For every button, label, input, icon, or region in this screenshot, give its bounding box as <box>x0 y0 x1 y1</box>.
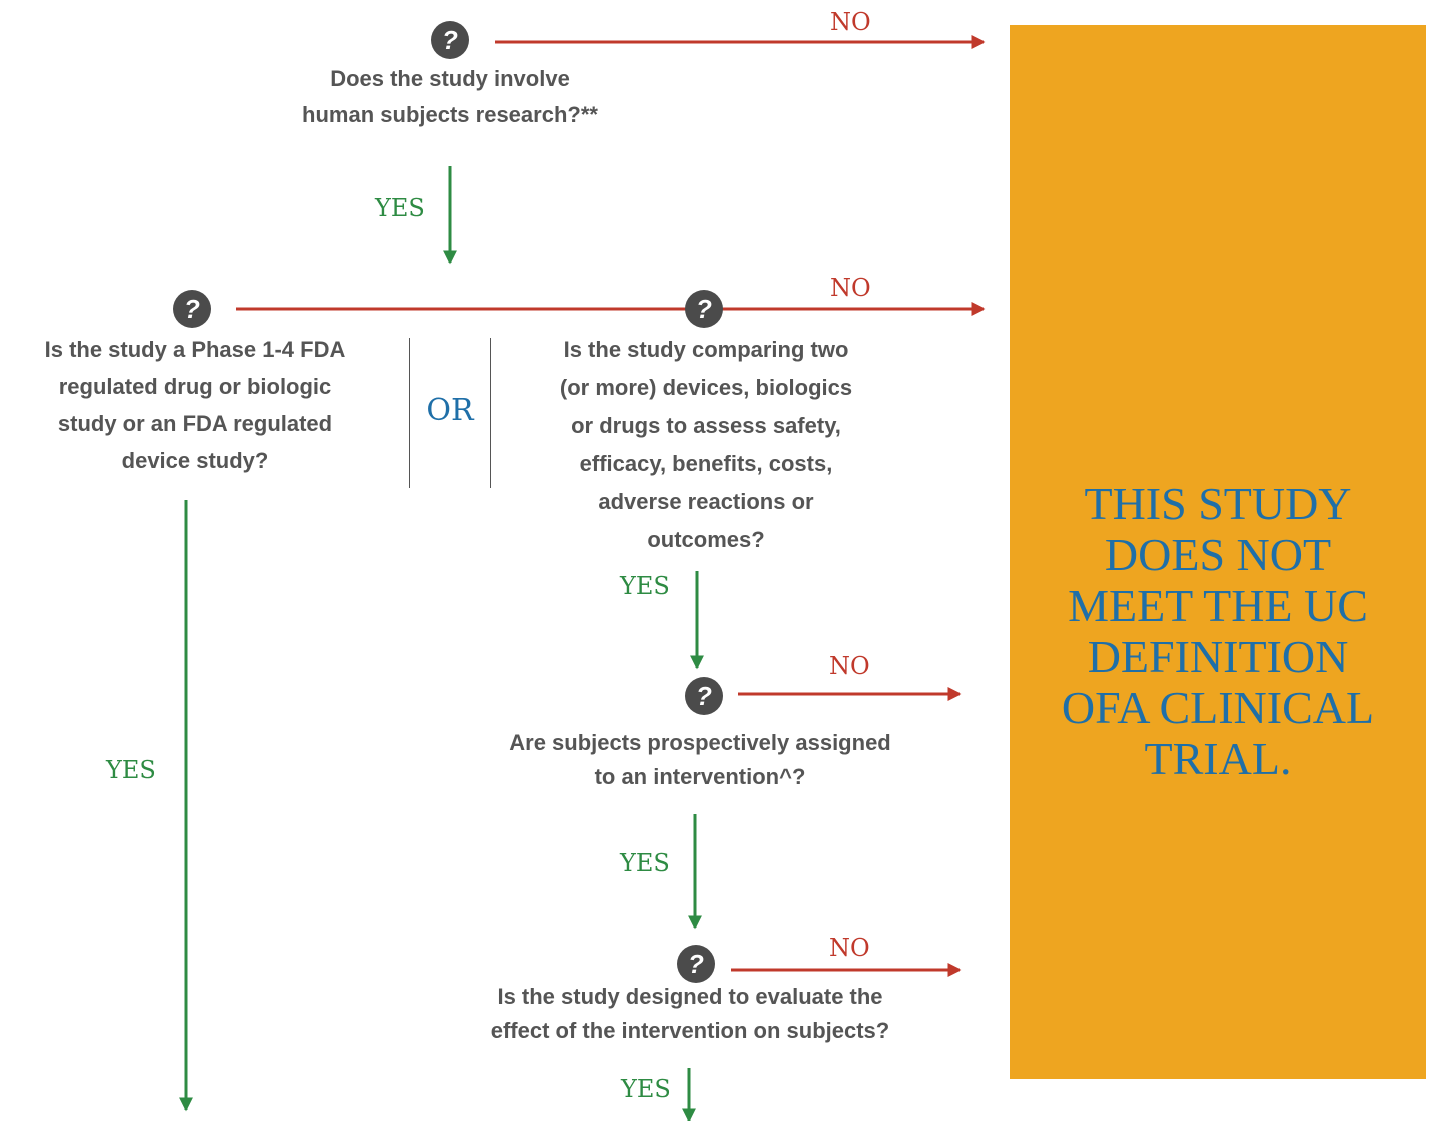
outcome-text: THIS STUDY DOES NOT MEET THE UC DEFINITI… <box>1061 478 1375 784</box>
no-label: NO <box>829 934 870 962</box>
divider-line <box>409 338 410 488</box>
question-human-subjects: Does the study involve human subjects re… <box>302 66 598 127</box>
question-fda-regulated: Is the study a Phase 1-4 FDA regulated d… <box>44 337 346 473</box>
no-label: NO <box>829 652 870 680</box>
yes-label: YES <box>106 756 156 784</box>
yes-label: YES <box>621 1075 671 1103</box>
yes-label: YES <box>620 849 670 877</box>
yes-label: YES <box>620 572 670 600</box>
no-label: NO <box>830 274 871 302</box>
question-icon: ? <box>173 290 211 328</box>
question-comparing-products: Is the study comparing two (or more) dev… <box>559 337 853 552</box>
question-icon: ? <box>431 21 469 59</box>
yes-label: YES <box>375 194 425 222</box>
question-prospectively-assigned: Are subjects prospectively assigned to a… <box>509 730 891 789</box>
no-label: NO <box>830 8 871 36</box>
divider-line <box>490 338 491 488</box>
question-icon: ? <box>677 945 715 983</box>
question-evaluate-effect: Is the study designed to evaluate the ef… <box>490 984 890 1043</box>
or-label: OR <box>426 393 474 428</box>
question-icon: ? <box>685 677 723 715</box>
outcome-box <box>1010 25 1426 1079</box>
question-icon: ? <box>685 290 723 328</box>
